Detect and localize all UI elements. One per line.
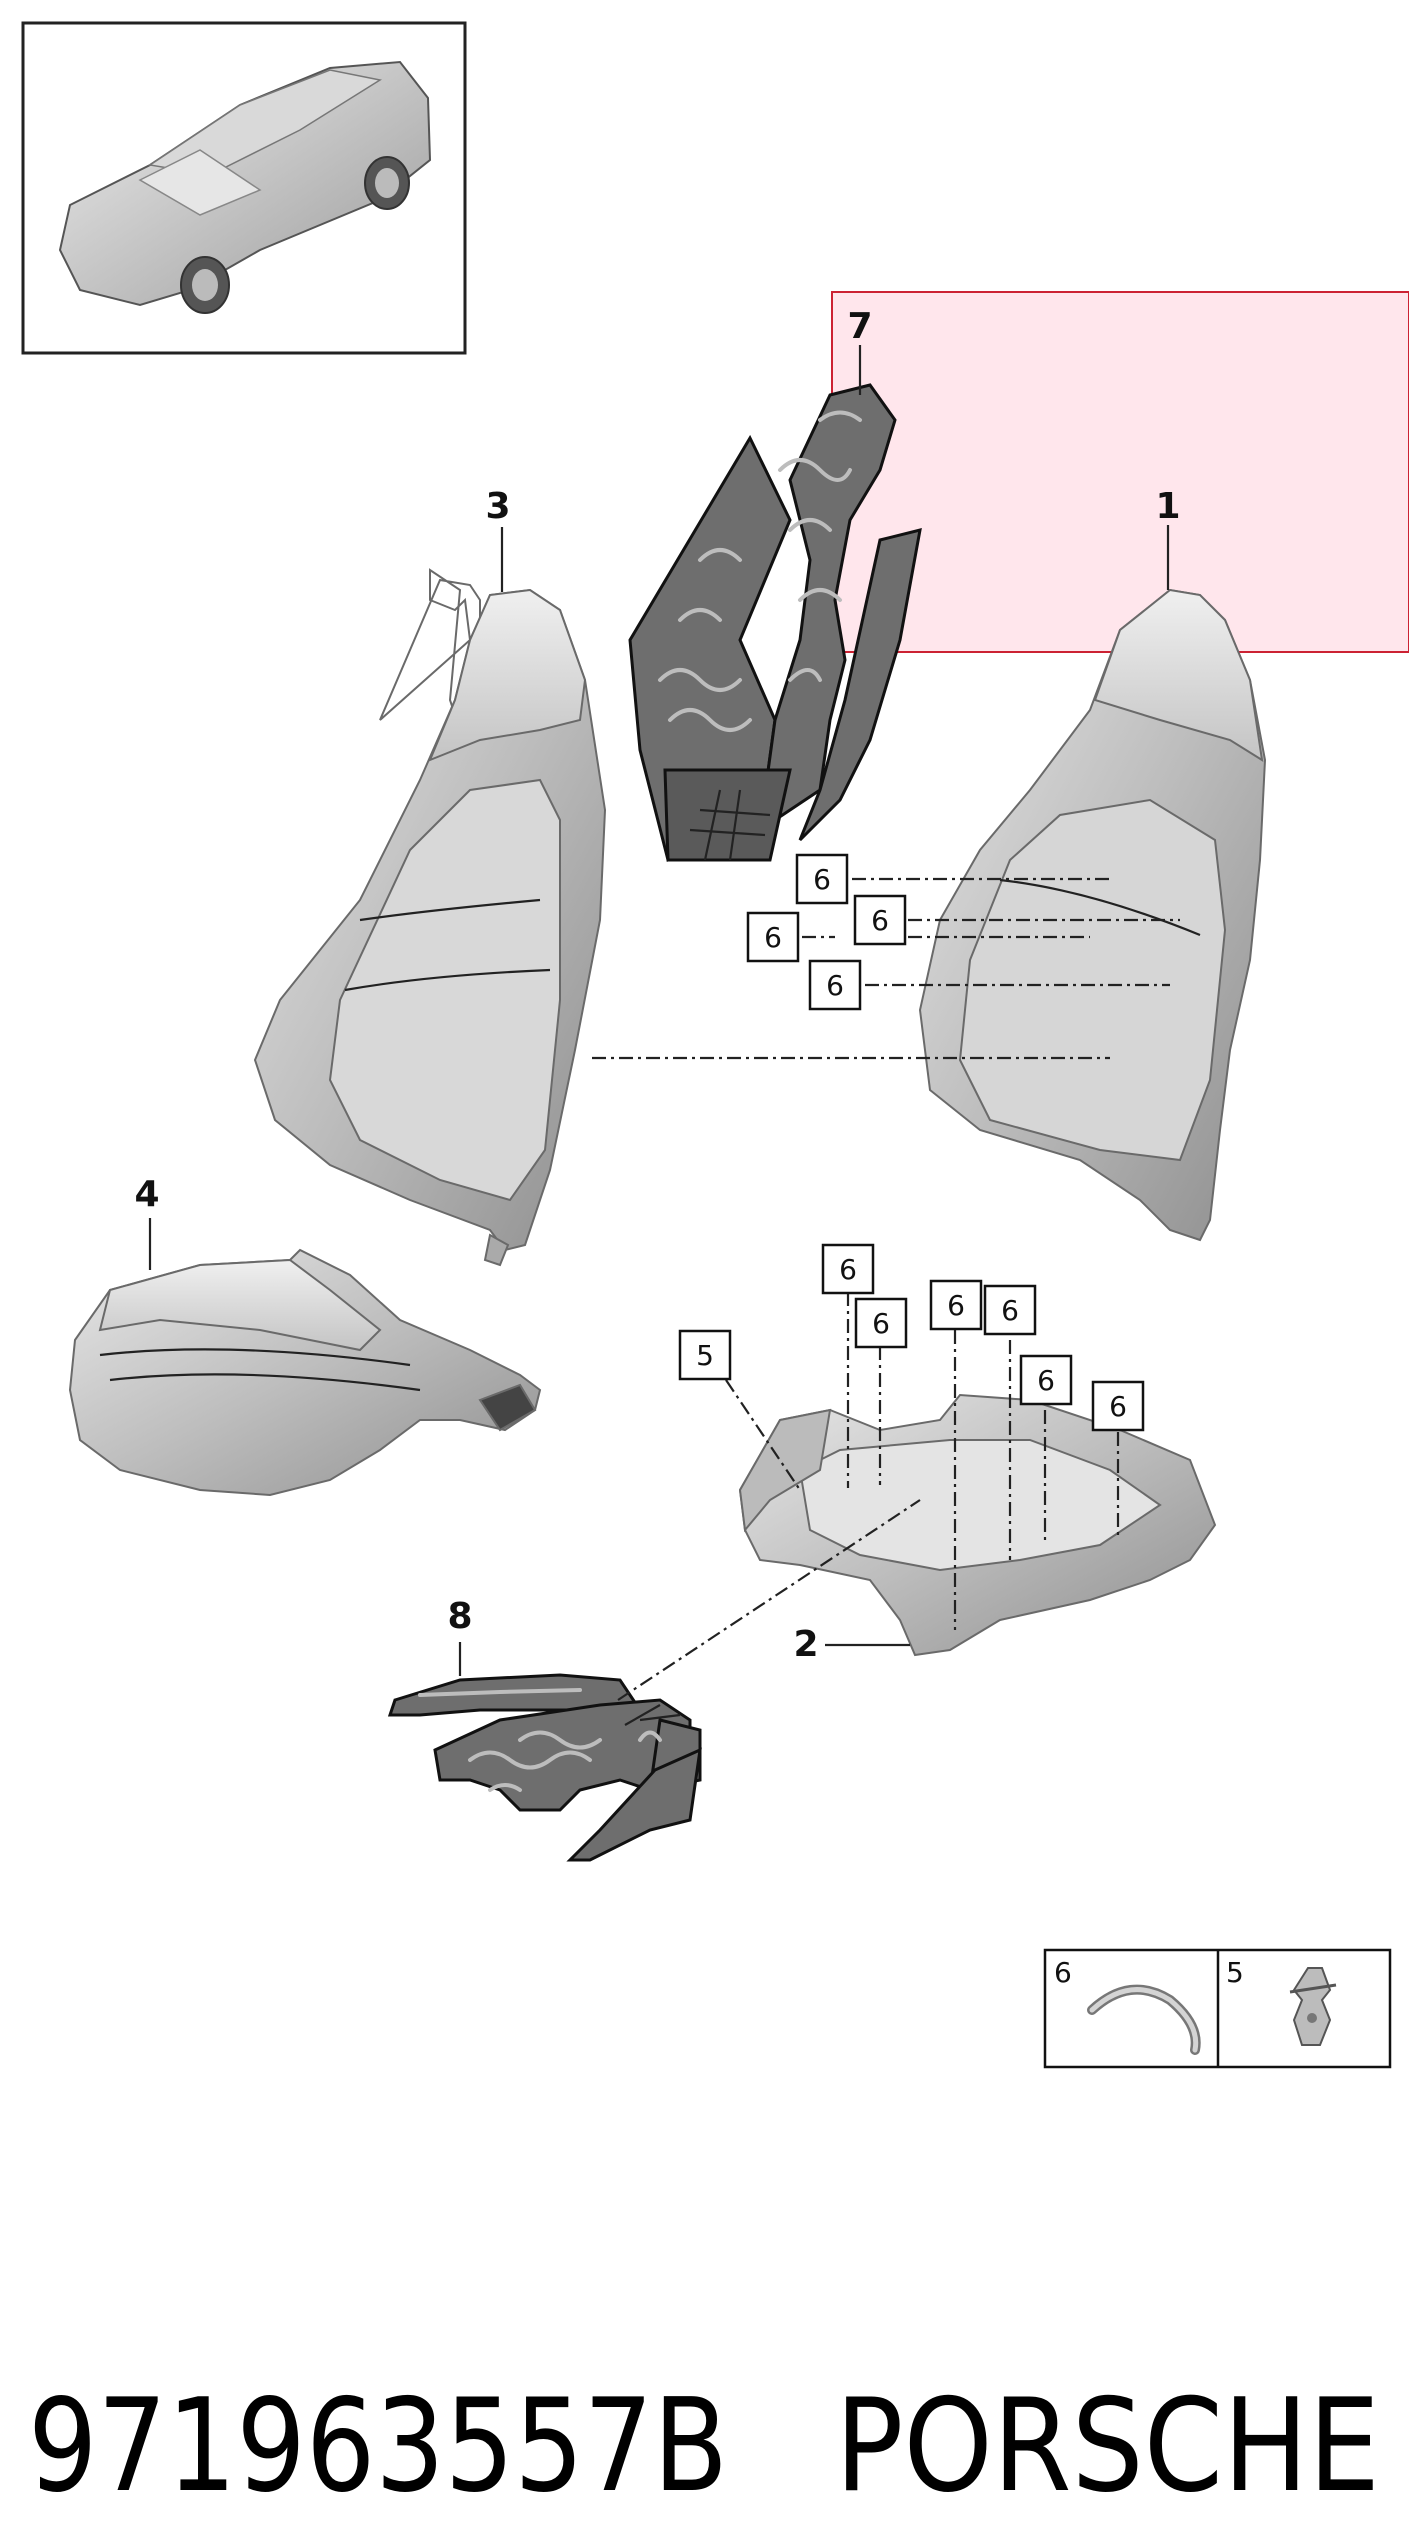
- vehicle-thumbnail: [21, 21, 467, 355]
- car-illustration: [58, 60, 432, 314]
- boxed-label-text: 6: [839, 1253, 857, 1286]
- legend-label-6: 6: [1054, 1956, 1072, 1989]
- boxed-label-text: 5: [696, 1339, 714, 1372]
- callout-leaders: [148, 345, 1170, 1676]
- callout-1: 1: [1155, 486, 1180, 527]
- plastic-clip-icon: [1289, 1967, 1337, 2046]
- highlight-region: [831, 291, 1409, 653]
- boxed-label-6: 6: [1019, 1354, 1073, 1406]
- boxed-label-6: 6: [795, 853, 849, 905]
- backrest-heating-mat: [628, 383, 922, 862]
- callout-4: 4: [134, 1174, 159, 1215]
- legend-label-5: 5: [1226, 1956, 1244, 1989]
- callout-3: 3: [485, 486, 510, 527]
- callout-8: 8: [447, 1596, 472, 1637]
- boxed-label-text: 6: [871, 904, 889, 937]
- brand-name: PORSCHE: [835, 2372, 1380, 2521]
- backrest-cover: [253, 568, 607, 1267]
- boxed-label-6: 6: [854, 1297, 908, 1349]
- boxed-labels: 6 6 6 6 6 6 6 6: [678, 853, 1145, 1432]
- boxed-label-6: 6: [821, 1243, 875, 1295]
- callout-2: 2: [793, 1624, 818, 1665]
- boxed-label-6: 6: [853, 894, 907, 946]
- boxed-label-text: 6: [872, 1307, 890, 1340]
- backrest-cushion: [918, 588, 1267, 1242]
- boxed-label-text: 6: [947, 1289, 965, 1322]
- boxed-label-6: 6: [808, 959, 862, 1011]
- boxed-label-text: 6: [813, 863, 831, 896]
- boxed-label-text: 6: [1037, 1364, 1055, 1397]
- seat-cushion-cover: [68, 1248, 542, 1497]
- part-number: 971963557B: [28, 2372, 728, 2521]
- callout-labels: 1 2 3 4 7 8: [134, 306, 1180, 1665]
- boxed-label-5: 5: [678, 1329, 732, 1381]
- boxed-label-text: 6: [764, 921, 782, 954]
- clip-leaders: [592, 877, 1180, 1701]
- boxed-label-text: 6: [826, 969, 844, 1002]
- boxed-label-text: 6: [1109, 1390, 1127, 1423]
- boxed-label-6: 6: [746, 911, 800, 963]
- callout-7: 7: [847, 306, 872, 347]
- seat-heating-mat: [387, 1673, 702, 1862]
- boxed-label-6: 6: [983, 1284, 1037, 1336]
- boxed-label-6: 6: [929, 1279, 983, 1331]
- boxed-label-text: 6: [1001, 1294, 1019, 1327]
- fastener-legend: 6 5: [1043, 1948, 1392, 2069]
- seat-cushion: [738, 1393, 1217, 1657]
- hog-ring-clip-icon: [1087, 1984, 1201, 2055]
- boxed-label-6: 6: [1091, 1380, 1145, 1432]
